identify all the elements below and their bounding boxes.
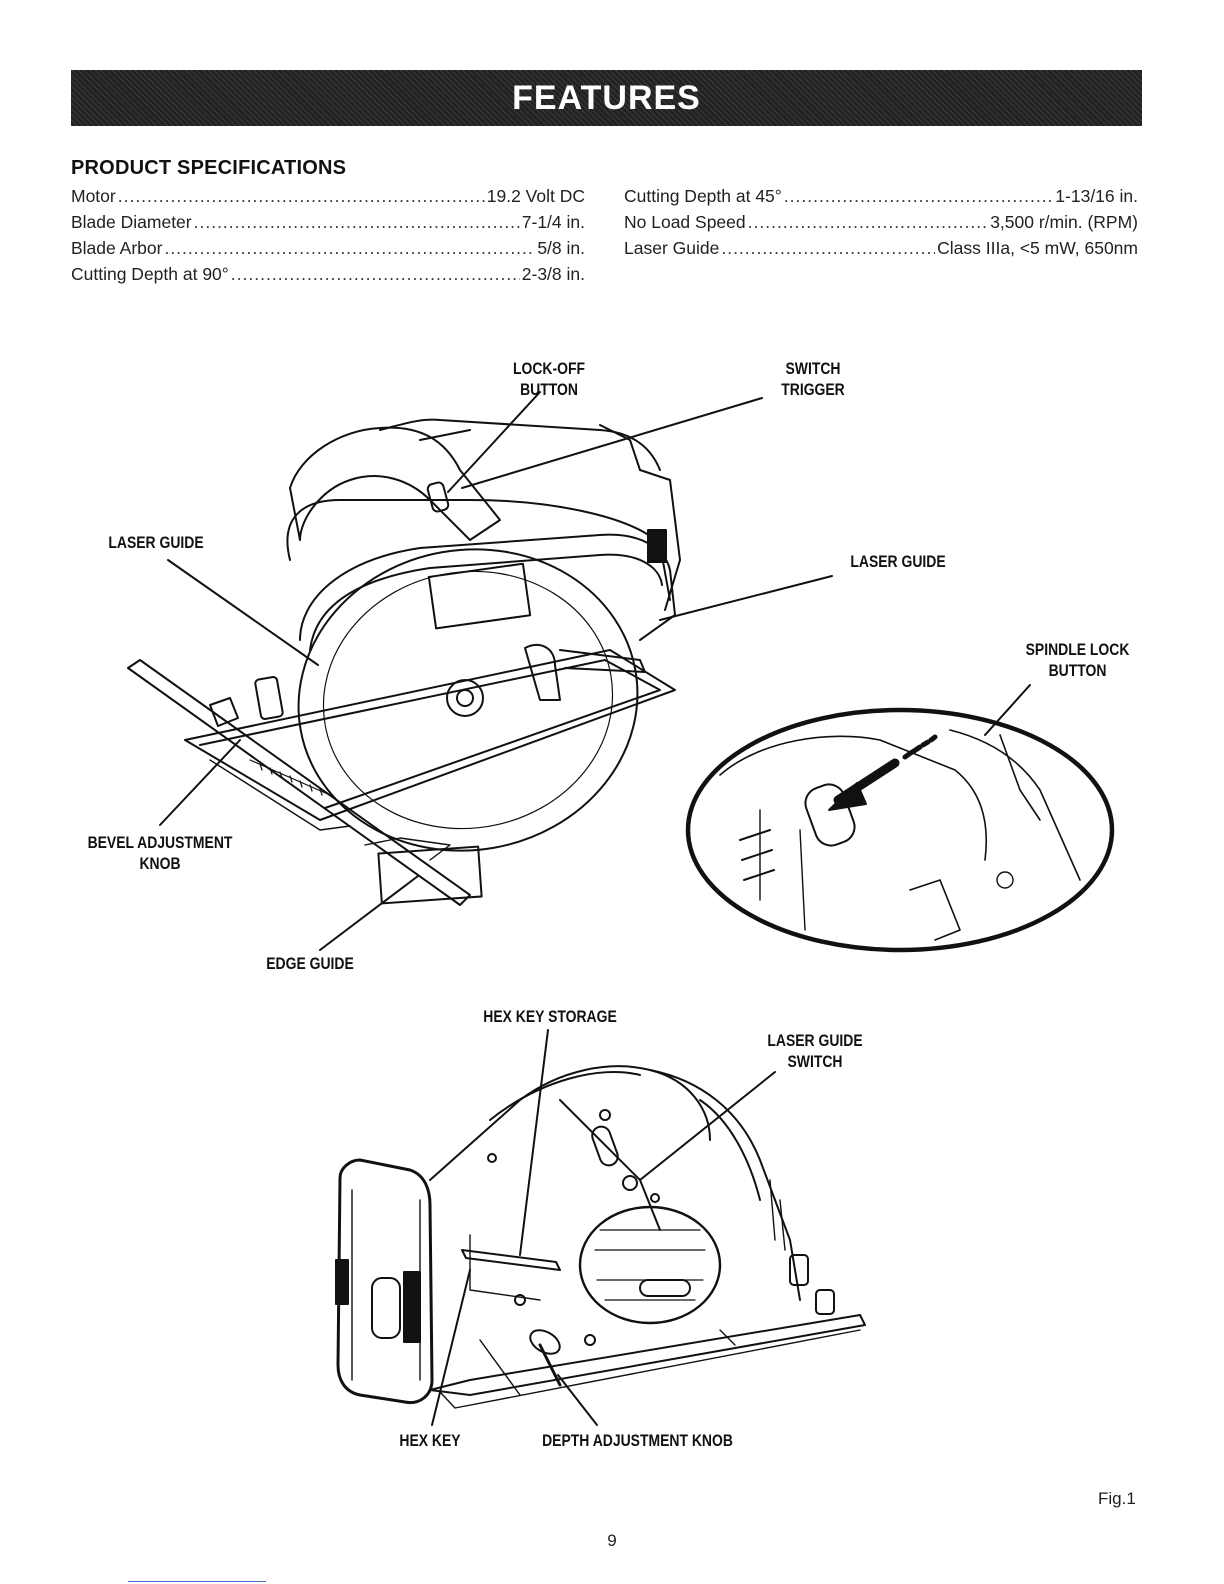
spec-label: Blade Arbor	[71, 238, 163, 258]
spec-value: 5/8 in.	[537, 238, 585, 258]
callout-hex-key-storage: HEX KEY STORAGE	[483, 1007, 617, 1026]
spec-value: 3,500 r/min. (RPM)	[990, 212, 1138, 232]
features-banner: FEATURES	[71, 70, 1142, 126]
spec-label: Blade Diameter	[71, 212, 192, 232]
spec-row: No Load Speed 3,500 r/min. (RPM)	[624, 212, 1138, 238]
callout-depth-adjustment-knob: DEPTH ADJUSTMENT KNOB	[542, 1431, 733, 1450]
spec-value: Class IIIa, <5 mW, 650nm	[937, 238, 1138, 258]
spec-label: Laser Guide	[624, 238, 720, 258]
banner-title: FEATURES	[512, 78, 701, 117]
figure-label: Fig.1	[1098, 1489, 1136, 1508]
spec-column-right: Cutting Depth at 45° 1-13/16 in. No Load…	[624, 186, 1138, 264]
spec-row: Cutting Depth at 90° 2-3/8 in.	[71, 264, 585, 290]
spindle-lock-detail	[685, 707, 1115, 953]
callout-laser-guide-left: LASER GUIDE	[108, 533, 204, 552]
spec-value: 19.2 Volt DC	[486, 186, 585, 206]
callout-spindle-lock-button: SPINDLE LOCK BUTTON	[1025, 640, 1130, 680]
page-number: 9	[607, 1531, 617, 1550]
spec-row: Blade Diameter 7-1/4 in.	[71, 212, 585, 238]
spec-row: Blade Arbor 5/8 in.	[71, 238, 585, 264]
callout-laser-guide-right: LASER GUIDE	[850, 552, 946, 571]
callout-hex-key: HEX KEY	[399, 1431, 461, 1450]
leader-lines	[159, 391, 1031, 1426]
spec-label: Motor	[71, 186, 116, 206]
spec-label: Cutting Depth at 90°	[71, 264, 229, 284]
spec-row: Cutting Depth at 45° 1-13/16 in.	[624, 186, 1138, 212]
spec-row: Motor 19.2 Volt DC	[71, 186, 585, 212]
callout-bevel-adjustment-knob: BEVEL ADJUSTMENT KNOB	[87, 833, 233, 873]
footer-rule	[128, 1581, 266, 1582]
spec-heading: PRODUCT SPECIFICATIONS	[71, 157, 347, 179]
callout-edge-guide: EDGE GUIDE	[266, 954, 354, 973]
spec-value: 7-1/4 in.	[521, 212, 585, 232]
spec-value: 1-13/16 in.	[1055, 186, 1138, 206]
lower-saw-drawing	[335, 1065, 866, 1409]
spec-value: 2-3/8 in.	[521, 264, 585, 284]
upper-saw-drawing	[127, 418, 681, 906]
spec-label: Cutting Depth at 45°	[624, 186, 782, 206]
spec-label: No Load Speed	[624, 212, 746, 232]
callout-lock-off-button: LOCK-OFF BUTTON	[512, 359, 586, 399]
spec-column-left: Motor 19.2 Volt DC Blade Diameter 7-1/4 …	[71, 186, 585, 290]
callout-laser-guide-switch: LASER GUIDE SWITCH	[767, 1031, 863, 1071]
spec-row: Laser Guide Class IIIa, <5 mW, 650nm	[624, 238, 1138, 264]
callout-switch-trigger: SWITCH TRIGGER	[781, 359, 845, 399]
